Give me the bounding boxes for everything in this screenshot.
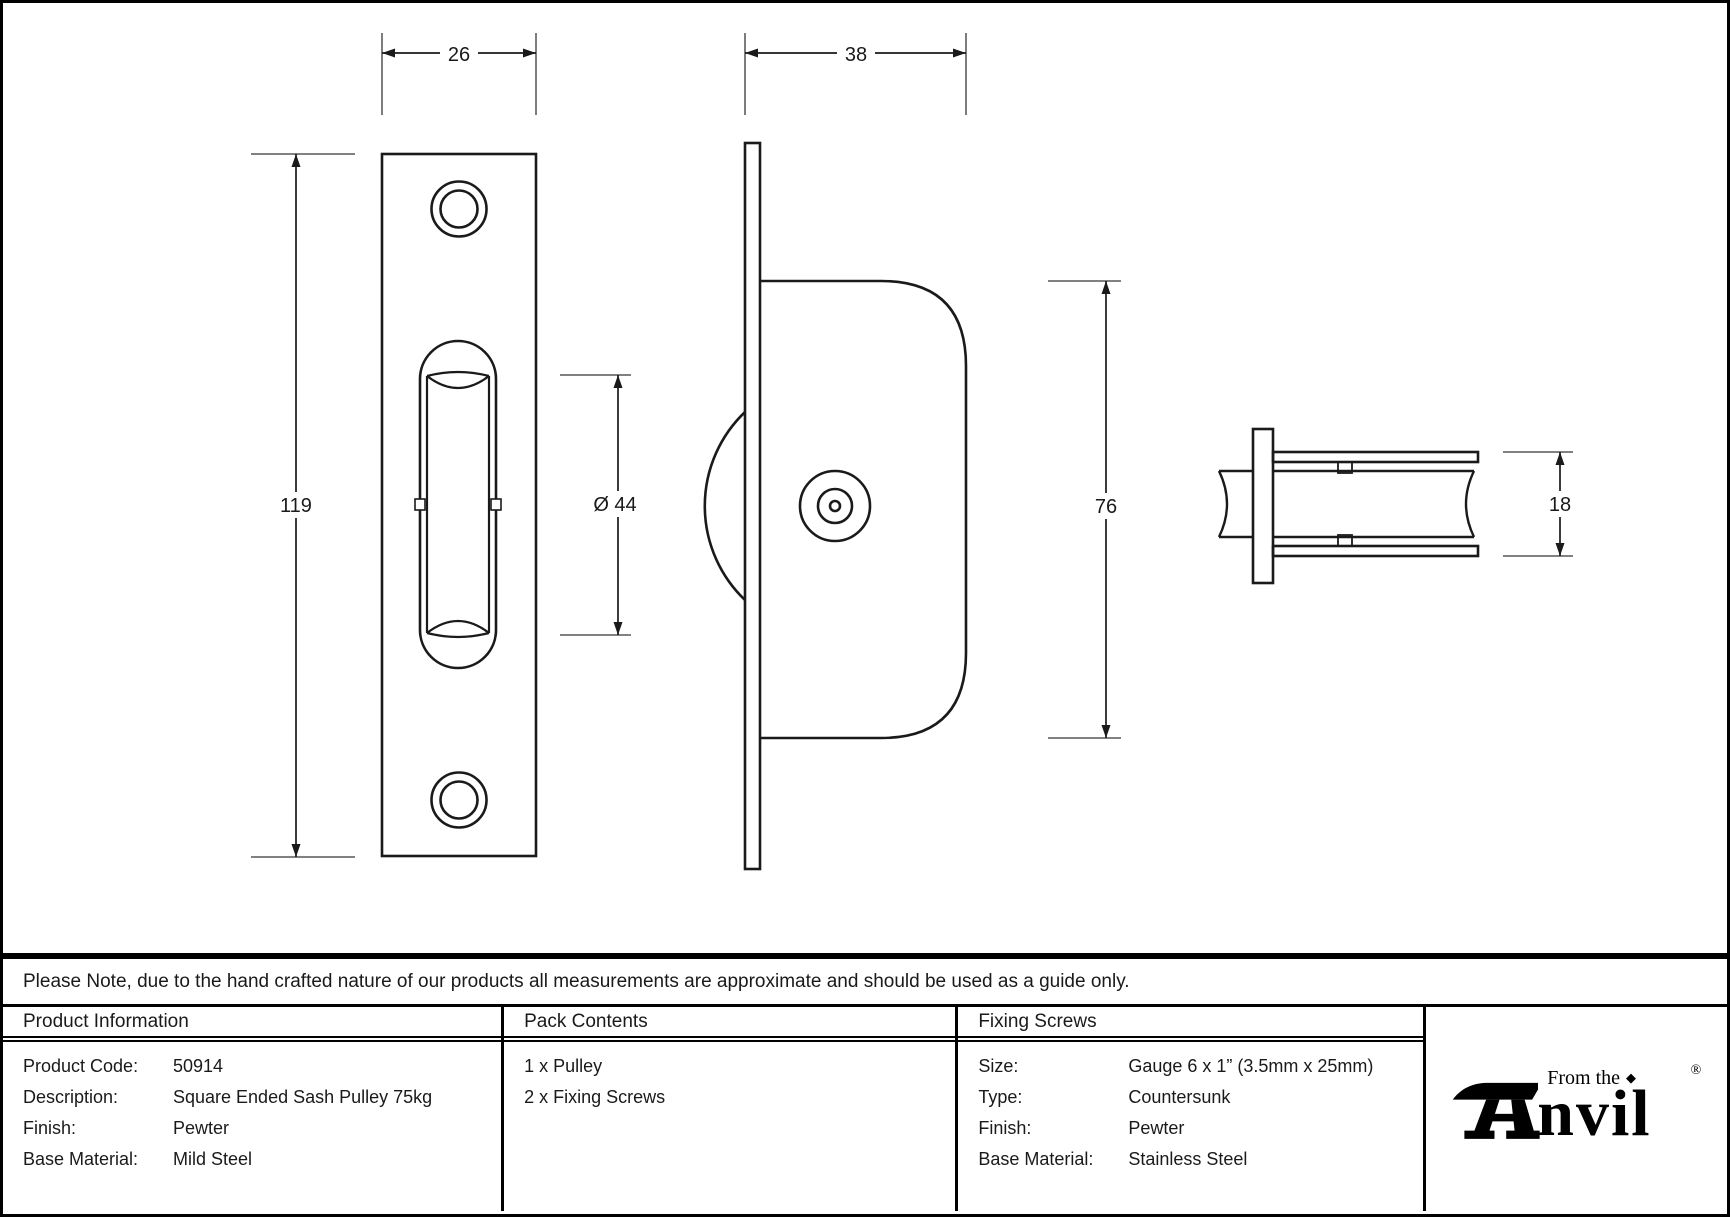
measurement-note-row: Please Note, due to the hand crafted nat… bbox=[3, 953, 1727, 1004]
logo-diamond: ◆ bbox=[1626, 1070, 1637, 1085]
extension-lines bbox=[251, 33, 1573, 858]
dimension-label-overall-depth: 38 bbox=[845, 44, 867, 66]
front-bottom-screw-hole bbox=[430, 771, 488, 829]
section-cheek-top bbox=[1271, 450, 1480, 464]
dimension-label-case-width: 18 bbox=[1549, 494, 1571, 516]
fixing-screws-body: Size: Gauge 6 x 1” (3.5mm x 25mm) Type: … bbox=[958, 1042, 1422, 1170]
side-wheel-bulge bbox=[703, 411, 746, 601]
technical-drawing-area: 26 38 119 Ø 44 76 18 bbox=[3, 3, 1727, 953]
anvil-icon bbox=[1452, 1082, 1540, 1139]
product-code-value: 50914 bbox=[173, 1056, 224, 1076]
base-material-label: Base Material: bbox=[23, 1149, 139, 1169]
side-axle-outer bbox=[798, 469, 872, 543]
screw-base-material-label: Base Material: bbox=[978, 1149, 1094, 1169]
section-plate bbox=[1251, 427, 1275, 585]
registered-trademark-symbol: ® bbox=[1690, 1063, 1702, 1078]
brand-logo-cell: From the◆ nvil ® bbox=[1426, 1007, 1727, 1211]
section-axle-bosses bbox=[1337, 461, 1353, 547]
front-top-screw-hole-inner bbox=[439, 189, 479, 229]
logo-word: nvil bbox=[1537, 1077, 1652, 1150]
dimension-labels: 26 38 119 Ø 44 76 18 bbox=[271, 41, 1581, 519]
product-code-label: Product Code: bbox=[23, 1056, 139, 1076]
from-the-anvil-logo: From the◆ nvil ® bbox=[1451, 1063, 1701, 1151]
pack-item: 2 x Fixing Screws bbox=[524, 1087, 666, 1107]
screw-base-material-value: Stainless Steel bbox=[1128, 1149, 1248, 1169]
screw-size-label: Size: bbox=[978, 1056, 1019, 1076]
base-material-value: Mild Steel bbox=[173, 1149, 253, 1169]
fixing-screws-header: Fixing Screws bbox=[958, 1007, 1423, 1042]
dimension-lines bbox=[295, 52, 1561, 857]
pack-contents-body: 1 x Pulley 2 x Fixing Screws bbox=[504, 1042, 955, 1108]
dimension-arrows bbox=[291, 48, 1565, 857]
screw-finish-label: Finish: bbox=[978, 1118, 1032, 1138]
section-view bbox=[1217, 427, 1480, 585]
front-view bbox=[380, 152, 538, 858]
pack-item: 1 x Pulley bbox=[524, 1056, 603, 1076]
front-bottom-screw-hole-inner bbox=[439, 780, 479, 820]
screw-finish-value: Pewter bbox=[1128, 1118, 1185, 1138]
side-axle-mid bbox=[816, 487, 854, 525]
logo-prefix: From the◆ bbox=[1547, 1067, 1637, 1089]
dimension-label-housing-height: 76 bbox=[1095, 496, 1117, 518]
dimension-label-plate-height: 119 bbox=[280, 495, 312, 517]
side-view bbox=[703, 141, 968, 871]
screw-type-label: Type: bbox=[978, 1087, 1023, 1107]
front-axle-ticks bbox=[414, 498, 502, 511]
front-wheel-through-slot bbox=[425, 370, 491, 639]
measurement-note-text: Please Note, due to the hand crafted nat… bbox=[23, 970, 1130, 992]
front-slot-outline bbox=[418, 339, 498, 670]
product-information-body: Product Code: 50914 Description: Square … bbox=[3, 1042, 501, 1170]
finish-value: Pewter bbox=[173, 1118, 230, 1138]
fixing-screws-column: Fixing Screws Size: Gauge 6 x 1” (3.5mm … bbox=[958, 1007, 1426, 1211]
finish-label: Finish: bbox=[23, 1118, 77, 1138]
front-top-screw-hole bbox=[430, 180, 488, 238]
section-wheel bbox=[1217, 469, 1476, 539]
description-label: Description: bbox=[23, 1087, 119, 1107]
dimension-label-plate-width: 26 bbox=[448, 44, 470, 66]
sash-pulley-drawing: 26 38 119 Ø 44 76 18 bbox=[251, 33, 1581, 871]
product-information-header: Product Information bbox=[3, 1007, 502, 1042]
pack-contents-header: Pack Contents bbox=[504, 1007, 956, 1042]
side-housing-outline bbox=[760, 279, 968, 740]
spec-table: Product Information Product Code: 50914 … bbox=[3, 1004, 1727, 1211]
side-axle-center bbox=[828, 499, 842, 513]
screw-type-value: Countersunk bbox=[1128, 1087, 1231, 1107]
side-plate-edge bbox=[743, 141, 762, 871]
screw-size-value: Gauge 6 x 1” (3.5mm x 25mm) bbox=[1128, 1056, 1374, 1076]
front-plate-outline bbox=[380, 152, 538, 858]
description-value: Square Ended Sash Pulley 75kg bbox=[173, 1087, 433, 1107]
pack-contents-column: Pack Contents 1 x Pulley 2 x Fixing Scre… bbox=[504, 1007, 959, 1211]
section-cheek-bottom bbox=[1271, 544, 1480, 558]
dimension-label-wheel-diameter: Ø 44 bbox=[593, 494, 636, 516]
product-information-column: Product Information Product Code: 50914 … bbox=[3, 1007, 505, 1211]
